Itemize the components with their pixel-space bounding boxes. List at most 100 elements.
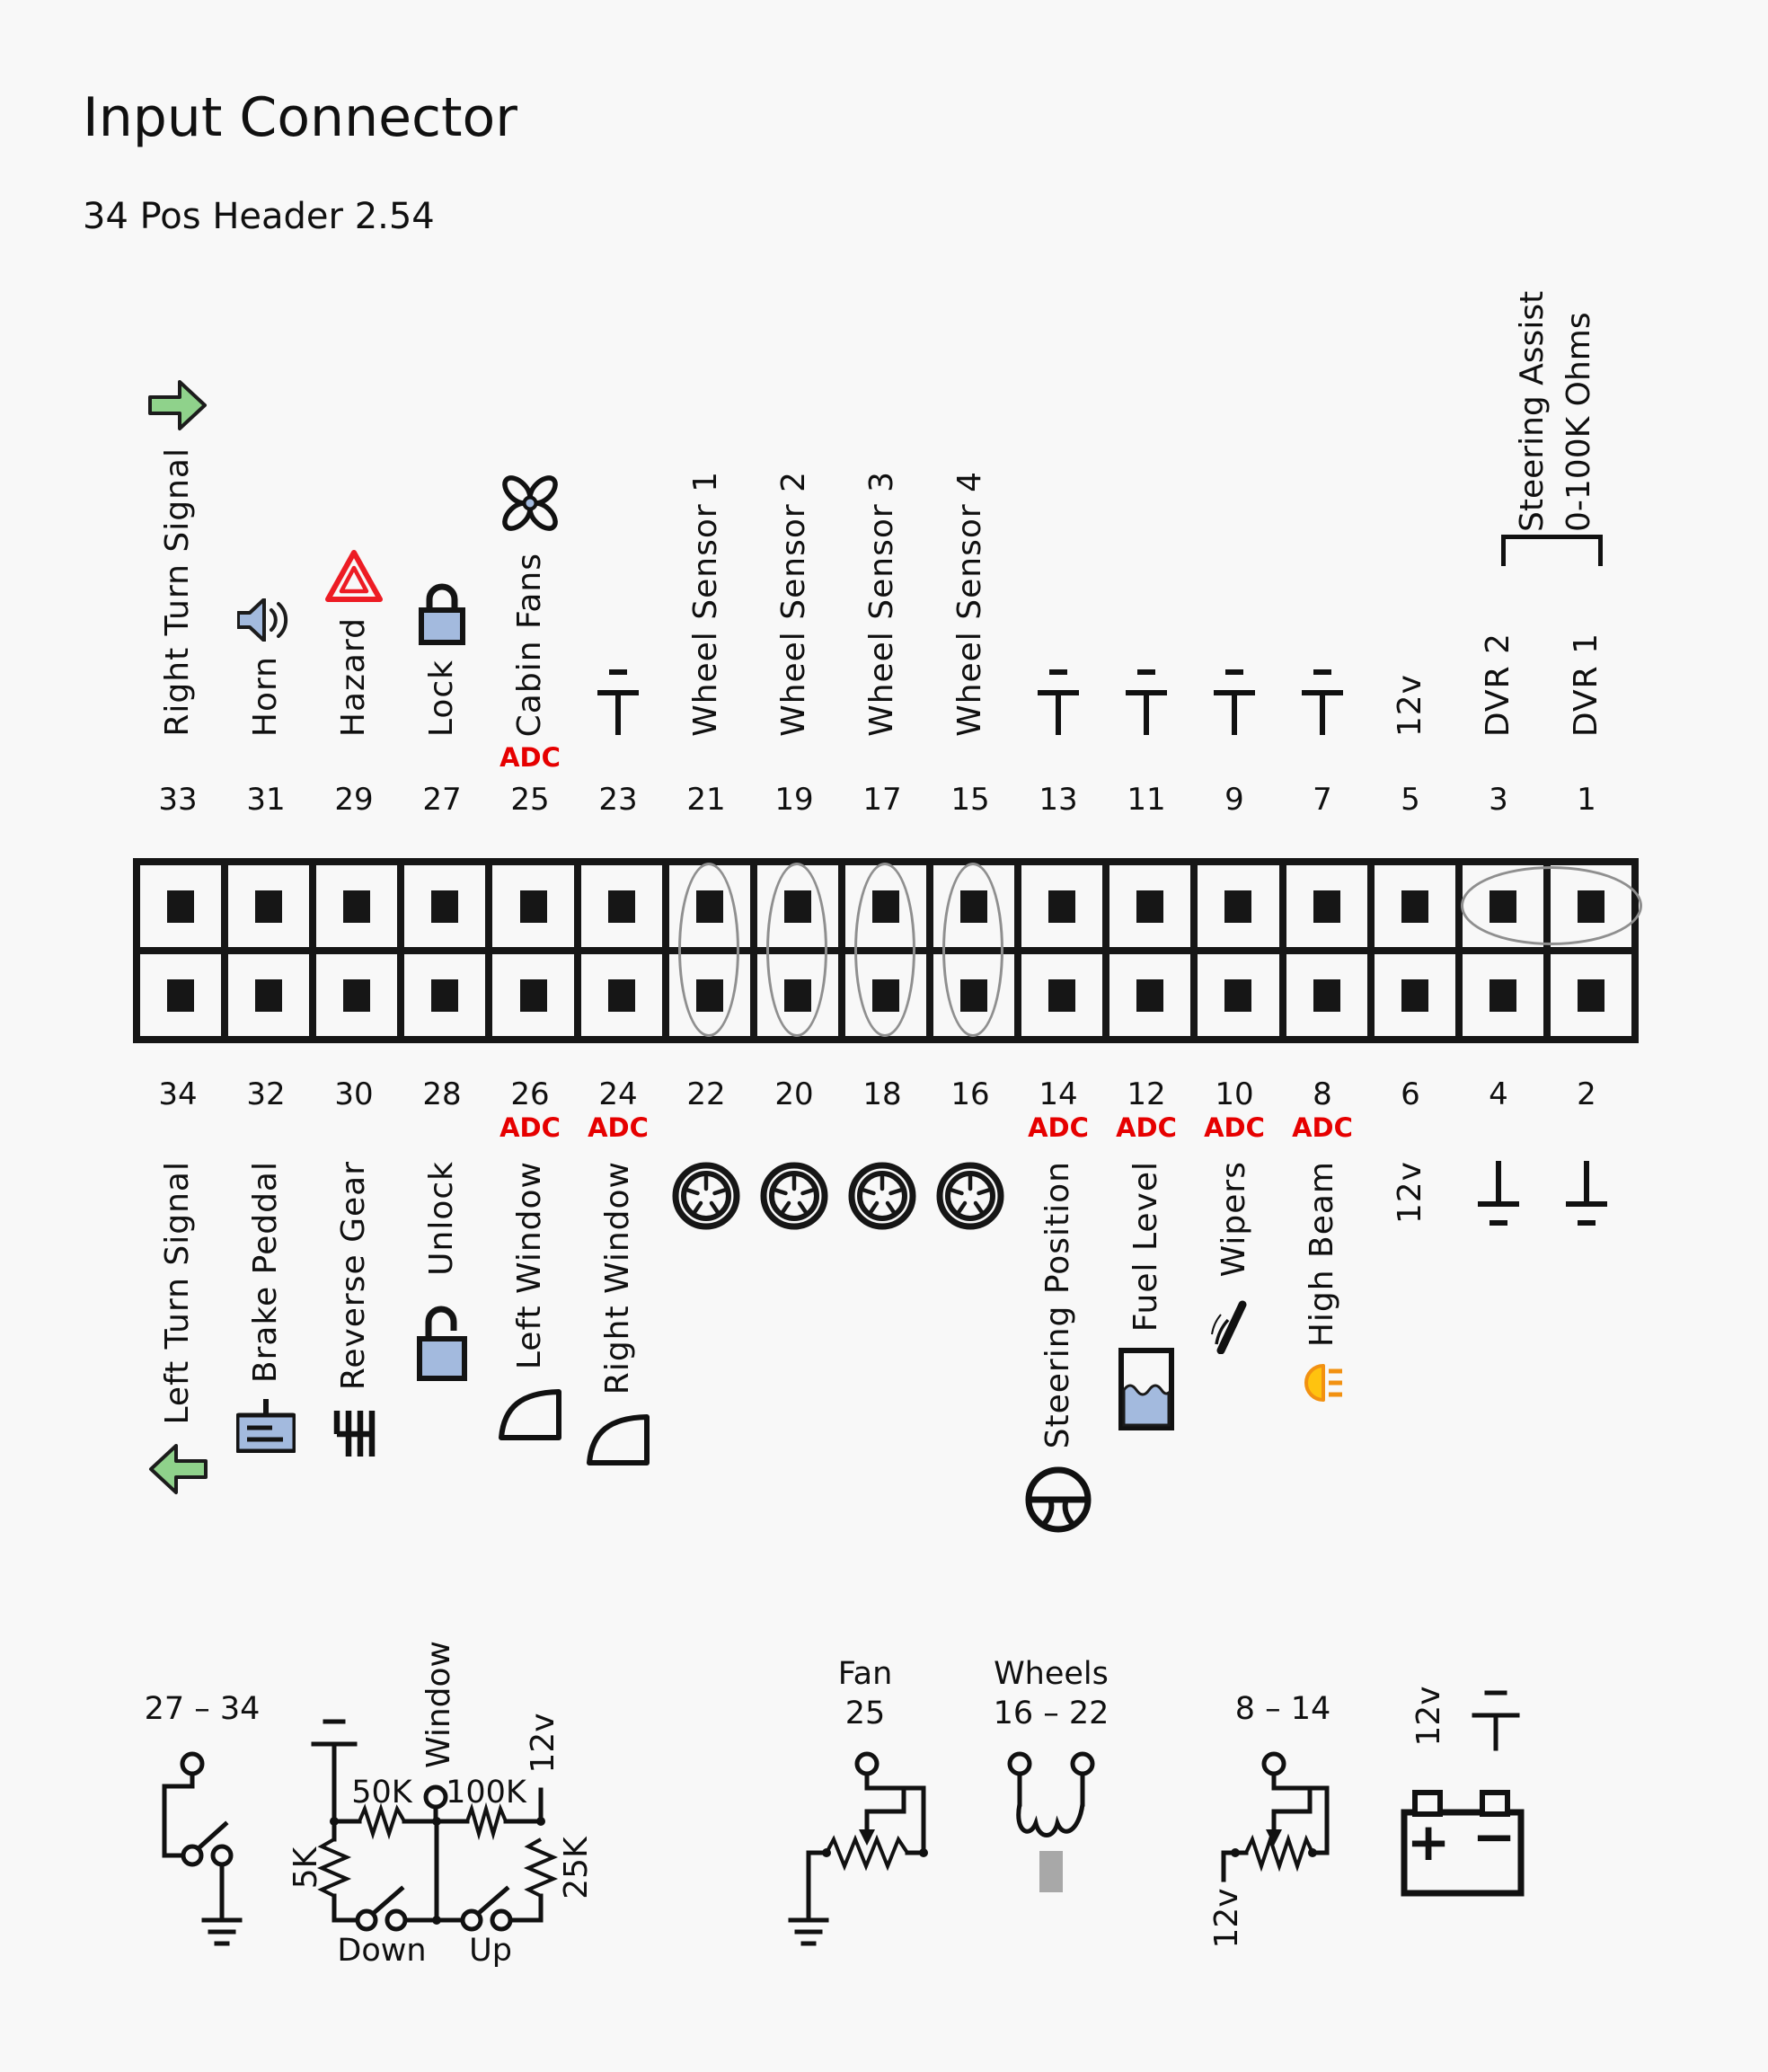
wheels-circuit-name: Wheels xyxy=(994,1656,1109,1692)
horn-icon xyxy=(236,597,295,642)
pin-number: 22 xyxy=(686,1076,726,1112)
pin-label-10: Wipers xyxy=(1216,1161,1252,1278)
adc-label: ADC xyxy=(1292,1112,1353,1143)
pin-label-15: Wheel Sensor 4 xyxy=(951,471,988,737)
pin-number: 12 xyxy=(1127,1076,1166,1112)
fan-icon xyxy=(495,468,565,538)
earth-ground-icon xyxy=(788,1917,829,1946)
pin-column-top-1: DVR 1 xyxy=(1543,225,1631,737)
pin-cell xyxy=(401,951,490,1040)
fan-circuit-pin: 25 xyxy=(845,1696,886,1731)
adc-label xyxy=(926,1114,1014,1141)
ground-down-icon xyxy=(1212,669,1257,737)
resistor-25k-label: 25K xyxy=(558,1836,595,1899)
pin-number: 5 xyxy=(1401,782,1420,818)
adc-label xyxy=(222,1114,310,1141)
adc-label-row: ADC xyxy=(134,744,1631,771)
battery-symbol: 12v + − xyxy=(1401,1686,1525,1897)
pin-contact xyxy=(1136,890,1164,923)
resistor-50k-label: 50K xyxy=(351,1775,413,1811)
unlock-icon xyxy=(415,1292,469,1382)
wheels-coil-circuit: Wheels 16 – 22 xyxy=(994,1656,1109,1892)
adc-label xyxy=(310,1114,398,1141)
pin-contact xyxy=(1577,978,1604,1012)
hazard-icon xyxy=(324,549,384,603)
pin-label-28: Unlock xyxy=(423,1161,460,1276)
lock-icon xyxy=(413,577,471,645)
adc-label xyxy=(1014,744,1102,771)
pin-contact xyxy=(1313,890,1340,923)
pin-cell xyxy=(1458,951,1547,1040)
dvr-pair-ellipse xyxy=(1461,866,1642,945)
pin-cell xyxy=(313,951,402,1040)
pin-number: 14 xyxy=(1039,1076,1078,1112)
pin-number: 4 xyxy=(1489,1076,1508,1112)
pin-number: 23 xyxy=(598,782,638,818)
pin-number: 1 xyxy=(1577,782,1596,818)
pin-number: 25 xyxy=(510,782,550,818)
ground-down-icon xyxy=(1036,669,1081,737)
arrow-right-icon xyxy=(148,377,208,433)
pin-cell xyxy=(1194,951,1283,1040)
pin-label-30: Reverse Gear xyxy=(335,1161,372,1391)
pin-label-12: Fuel Level xyxy=(1127,1161,1164,1333)
pin-column-top-3: DVR 2 xyxy=(1454,225,1543,737)
wheels-circuit-pins: 16 – 22 xyxy=(994,1696,1109,1731)
window-terminal-label: Window xyxy=(420,1641,457,1768)
adc-label xyxy=(662,744,750,771)
pin-number: 26 xyxy=(510,1076,550,1112)
pin-number: 29 xyxy=(334,782,374,818)
pin-number: 8 xyxy=(1313,1076,1332,1112)
pin-contact xyxy=(167,890,195,923)
resistor-5k xyxy=(316,1837,352,1898)
pin-column-top-21: Wheel Sensor 1 xyxy=(662,225,750,737)
adc-label xyxy=(1190,744,1278,771)
sensor-pair-ellipse xyxy=(854,863,915,1037)
adc-label xyxy=(1543,1114,1631,1141)
fan-pot-circuit: Fan 25 xyxy=(788,1656,928,1946)
pin-label-19: Wheel Sensor 2 xyxy=(775,471,812,737)
pin-column-top-5: 12v xyxy=(1366,225,1454,737)
brake-icon xyxy=(234,1399,297,1454)
pin-label-24: Right Window xyxy=(599,1161,636,1395)
pin-cell xyxy=(1018,862,1107,951)
adc-label: ADC xyxy=(499,742,561,773)
pin-column-top-11 xyxy=(1102,225,1190,737)
pin-cell xyxy=(489,951,578,1040)
sensor-pair-ellipse xyxy=(766,863,827,1037)
adc-label xyxy=(1366,1114,1454,1141)
pin-label-34: Left Turn Signal xyxy=(159,1161,196,1425)
pin-column-top-9 xyxy=(1190,225,1278,737)
pin-cell xyxy=(489,862,578,951)
pin-column-bottom-14: Steering Position xyxy=(1014,1161,1102,1736)
adc-label xyxy=(222,744,310,771)
pin-cell xyxy=(1282,862,1371,951)
pot-circuit-label: 8 – 14 xyxy=(1235,1691,1331,1727)
pin-column-bottom-6: 12v xyxy=(1366,1161,1454,1736)
pin-cell xyxy=(137,862,225,951)
pin-column-bottom-12: Fuel Level xyxy=(1102,1161,1190,1736)
resistor-5k-label: 5K xyxy=(287,1846,324,1889)
page-subtitle: 34 Pos Header 2.54 xyxy=(83,196,435,237)
pin-cell xyxy=(1018,951,1107,1040)
battery-body xyxy=(1401,1809,1525,1897)
pin-cell xyxy=(401,862,490,951)
pin-number: 10 xyxy=(1215,1076,1254,1112)
window-12v-label: 12v xyxy=(525,1713,561,1773)
adc-label xyxy=(662,1114,750,1141)
pin-label-6: 12v xyxy=(1392,1161,1428,1225)
window-switch-circuit: 50K 100K Window 12v 5K 25K Down Up xyxy=(287,1641,595,1969)
adc-label xyxy=(838,1114,926,1141)
pin-column-bottom-20 xyxy=(750,1161,838,1736)
pin-contact xyxy=(1313,978,1340,1012)
pin-column-bottom-34: Left Turn Signal xyxy=(134,1161,222,1736)
pin-contact xyxy=(343,890,371,923)
pin-label-21: Wheel Sensor 1 xyxy=(687,471,724,737)
pin-cell xyxy=(225,951,314,1040)
pin-column-bottom-8: High Beam xyxy=(1278,1161,1366,1736)
pin-label-27: Lock xyxy=(423,659,460,737)
magnet-block xyxy=(1039,1851,1063,1892)
sensor-pair-ellipse xyxy=(678,863,739,1037)
